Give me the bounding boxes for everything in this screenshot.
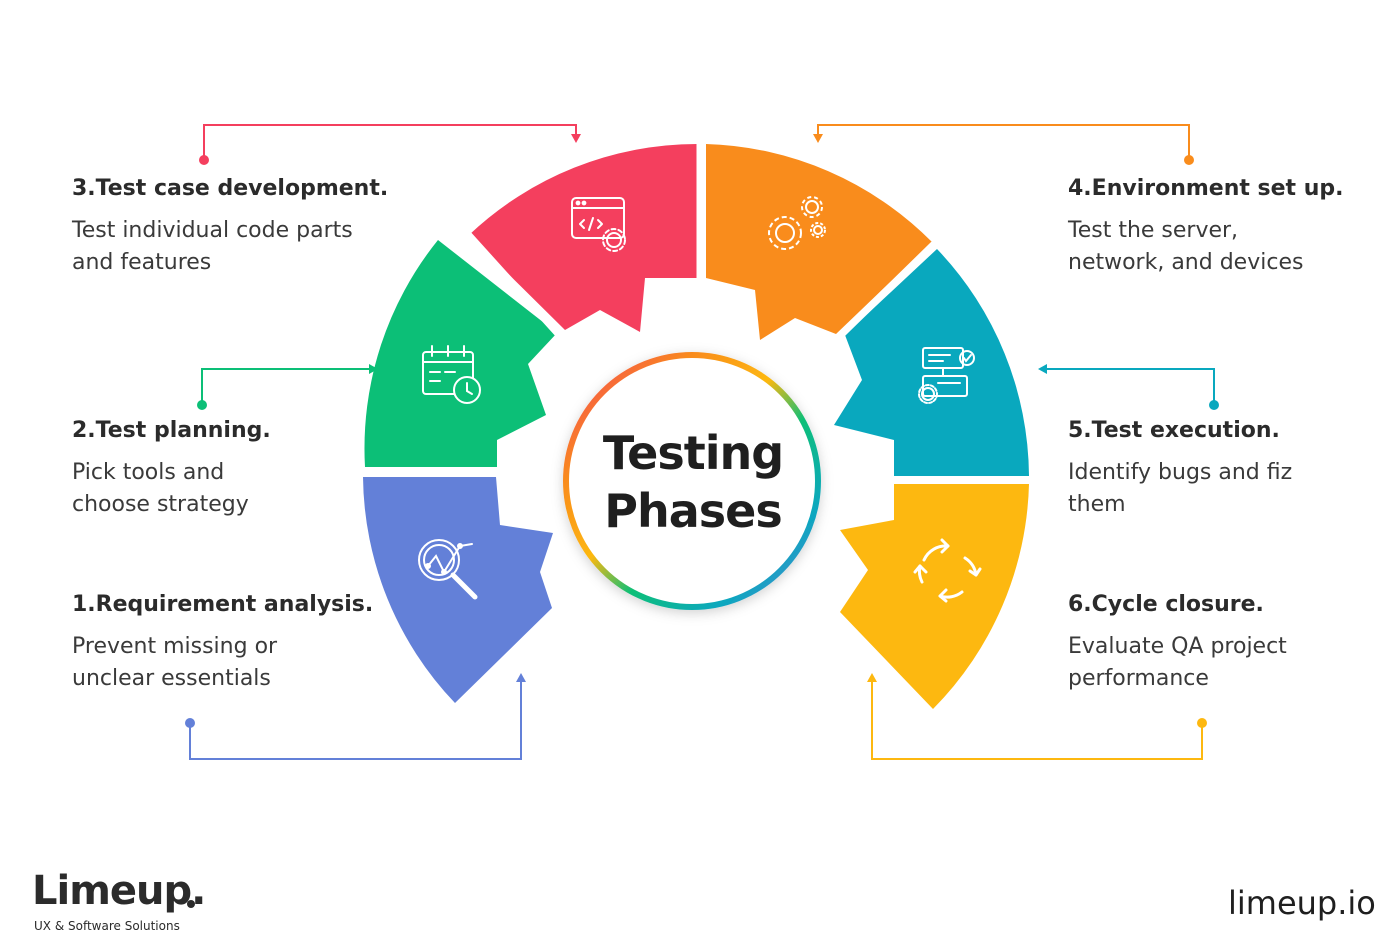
phase-3-title: 3.Test case development.	[72, 176, 389, 201]
connector-3	[203, 124, 577, 160]
connectors	[189, 124, 1215, 760]
phase-1-description: Prevent missing or unclear essentials	[72, 631, 372, 695]
magnifier-chart-icon	[418, 539, 478, 600]
connector-4	[817, 124, 1190, 160]
phase-4-desc-line1: Test the server,	[1068, 218, 1239, 243]
phase-3-description: Test individual code parts and features	[72, 215, 372, 279]
segment-dividers	[360, 140, 1034, 484]
cycle-arrows-icon	[913, 538, 982, 603]
phase-5-description: Identify bugs and fiz them	[1068, 457, 1368, 521]
brand-tagline: UX & Software Solutions	[34, 919, 180, 933]
connector-dots	[185, 155, 1219, 728]
checklist-flow-icon	[918, 347, 975, 404]
connector-1	[189, 679, 522, 760]
phase-2-title: 2.Test planning.	[72, 418, 271, 443]
brand-site: limeup.io	[1228, 884, 1376, 922]
phase-2-desc-line1: Pick tools and	[72, 460, 225, 485]
phase-4-description: Test the server, network, and devices	[1068, 215, 1368, 279]
phase-6-desc-line2: performance	[1068, 666, 1209, 691]
calendar-clock-icon	[422, 345, 481, 404]
phase-3-desc-line1: Test individual code parts	[72, 218, 353, 243]
code-window-gear-icon	[571, 197, 626, 252]
connector-2	[201, 368, 372, 405]
phase-1-desc-line1: Prevent missing or	[72, 634, 278, 659]
center-title-line1: Testing	[602, 426, 784, 480]
connector-arrowheads	[369, 134, 1047, 682]
phase-3-desc-line2: and features	[72, 250, 212, 275]
logo-dot	[187, 900, 195, 908]
segment-test-execution	[834, 249, 1029, 476]
phase-6-desc-line1: Evaluate QA project	[1068, 634, 1287, 659]
phase-2-desc-line2: choose strategy	[72, 492, 249, 517]
segment-test-planning	[364, 240, 557, 467]
brand-logo: Limeup.	[32, 868, 206, 914]
connector-6	[871, 679, 1203, 760]
phase-2-description: Pick tools and choose strategy	[72, 457, 372, 521]
center-title-line2: Phases	[604, 484, 782, 538]
segment-requirement-analysis	[363, 477, 553, 703]
segment-environment-setup	[706, 144, 932, 340]
phase-6-title: 6.Cycle closure.	[1068, 592, 1264, 617]
phase-4-desc-line2: network, and devices	[1068, 250, 1304, 275]
phase-4-title: 4.Environment set up.	[1068, 176, 1344, 201]
phase-5-desc-line2: them	[1068, 492, 1126, 517]
center-title: Testing Phases	[568, 424, 818, 540]
segment-cycle-closure	[840, 484, 1029, 709]
phase-1-title: 1.Requirement analysis.	[72, 592, 374, 617]
phase-6-description: Evaluate QA project performance	[1068, 631, 1368, 695]
phase-5-desc-line1: Identify bugs and fiz	[1068, 460, 1293, 485]
phase-5-title: 5.Test execution.	[1068, 418, 1280, 443]
gears-icon	[768, 196, 826, 250]
center-circle	[563, 352, 821, 610]
connector-5	[1044, 368, 1215, 405]
phase-1-desc-line2: unclear essentials	[72, 666, 271, 691]
